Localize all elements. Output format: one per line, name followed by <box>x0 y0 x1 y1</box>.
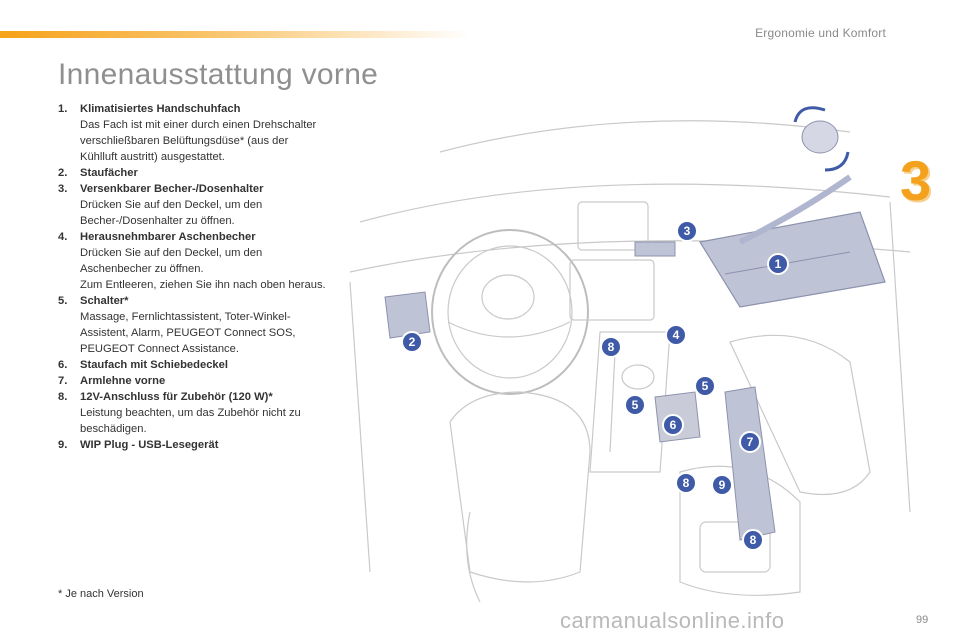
item-number: 9. <box>58 439 68 451</box>
callout-1: 1 <box>767 253 789 275</box>
item-number: 5. <box>58 295 68 307</box>
item-number: 6. <box>58 359 68 371</box>
chapter-number: 3 <box>900 149 932 212</box>
item-heading: 12V-Anschluss für Zubehör (120 W)* <box>80 391 273 403</box>
callout-3: 3 <box>676 220 698 242</box>
list-item: 2. Staufächer <box>58 165 328 181</box>
callout-8: 8 <box>675 472 697 494</box>
item-number: 7. <box>58 375 68 387</box>
item-heading: Staufächer <box>80 167 138 179</box>
svg-text:7: 7 <box>747 435 754 449</box>
item-number: 1. <box>58 103 68 115</box>
item-heading: Versenkbarer Becher-/Dosenhalter <box>80 183 264 195</box>
list-item: 8. 12V-Anschluss für Zubehör (120 W)* Le… <box>58 389 328 437</box>
svg-text:5: 5 <box>702 379 709 393</box>
item-heading: Armlehne vorne <box>80 375 166 387</box>
list-item: 7. Armlehne vorne <box>58 373 328 389</box>
item-number: 3. <box>58 183 68 195</box>
svg-text:2: 2 <box>409 335 416 349</box>
list-item: 5. Schalter* Massage, Fernlichtassistent… <box>58 293 328 357</box>
item-number: 8. <box>58 391 68 403</box>
callout-7: 7 <box>739 431 761 453</box>
item-description-extra: Zum Entleeren, ziehen Sie ihn nach oben … <box>80 279 326 291</box>
svg-text:8: 8 <box>608 340 615 354</box>
svg-text:3: 3 <box>684 224 691 238</box>
callout-6: 6 <box>662 414 684 436</box>
svg-text:4: 4 <box>673 328 680 342</box>
item-heading: Staufach mit Schiebedeckel <box>80 359 228 371</box>
item-heading: Schalter* <box>80 295 129 307</box>
svg-text:8: 8 <box>750 533 757 547</box>
item-description: Massage, Fernlichtassistent, Toter-Winke… <box>80 311 296 355</box>
callout-5: 5 <box>694 375 716 397</box>
callout-9: 9 <box>711 474 733 496</box>
chapter-title: Ergonomie und Komfort <box>755 26 886 40</box>
header-accent-bar <box>0 31 470 38</box>
cabin-illustration: 1 2 3 4 5 5 6 7 8 8 8 9 <box>349 106 911 603</box>
callout-badges: 1 2 3 4 5 5 6 7 8 8 8 9 <box>401 220 789 551</box>
list-item: 9. WIP Plug - USB-Lesegerät <box>58 437 328 453</box>
item-description: Das Fach ist mit einer durch einen Drehs… <box>80 119 317 163</box>
callout-4: 4 <box>665 324 687 346</box>
svg-text:6: 6 <box>670 418 677 432</box>
item-number: 4. <box>58 231 68 243</box>
svg-text:1: 1 <box>775 257 782 271</box>
callout-8: 8 <box>600 336 622 358</box>
page-number: 99 <box>916 614 929 626</box>
item-list: 1. Klimatisiertes Handschuhfach Das Fach… <box>58 101 328 453</box>
item-description: Leistung beachten, um das Zubehör nicht … <box>80 407 301 435</box>
callout-2: 2 <box>401 331 423 353</box>
item-description: Drücken Sie auf den Deckel, um den Beche… <box>80 199 263 227</box>
item-number: 2. <box>58 167 68 179</box>
item-heading: Klimatisiertes Handschuhfach <box>80 103 241 115</box>
list-item: 3. Versenkbarer Becher-/Dosenhalter Drüc… <box>58 181 328 229</box>
callout-8: 8 <box>742 529 764 551</box>
item-heading: WIP Plug - USB-Lesegerät <box>80 439 219 451</box>
svg-text:5: 5 <box>632 398 639 412</box>
item-heading: Herausnehmbarer Aschenbecher <box>80 231 256 243</box>
svg-text:8: 8 <box>683 476 690 490</box>
footnote: * Je nach Version <box>58 588 144 600</box>
item-description: Drücken Sie auf den Deckel, um den Asche… <box>80 247 263 275</box>
watermark: carmanualsonline.info <box>560 608 785 633</box>
list-item: 4. Herausnehmbarer Aschenbecher Drücken … <box>58 229 328 293</box>
list-item: 1. Klimatisiertes Handschuhfach Das Fach… <box>58 101 328 165</box>
page-title: Innenausstattung vorne <box>58 58 379 91</box>
callout-5: 5 <box>624 394 646 416</box>
svg-text:9: 9 <box>719 478 726 492</box>
list-item: 6. Staufach mit Schiebedeckel <box>58 357 328 373</box>
